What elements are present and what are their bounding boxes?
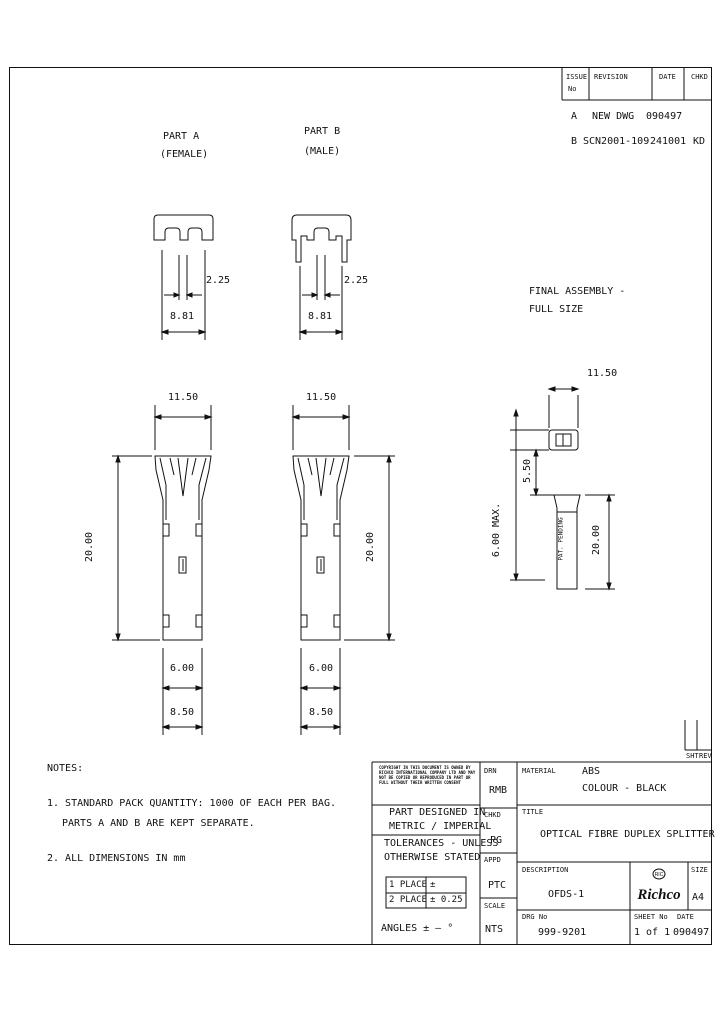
tolerance-line-2: OTHERWISE STATED (384, 852, 481, 863)
copyright-notice: COPYRIGHT IN THIS DOCUMENT IS OWNED BY R… (379, 765, 476, 785)
tolerance-line-1: TOLERANCES - UNLESS (384, 838, 499, 849)
dim-b-1150: 11.50 (306, 392, 337, 403)
assembly-sublabel: FULL SIZE (529, 304, 584, 315)
richco-logo: RIC Richco (632, 866, 686, 906)
part-b-top-view (291, 214, 352, 340)
tol-1-place: 1 PLACE (389, 880, 427, 890)
drawing-title: OPTICAL FIBRE DUPLEX SPLITTER (540, 829, 715, 840)
pat-pending-text: PAT. PENDING (557, 517, 565, 561)
colour-value: COLOUR - BLACK (582, 783, 667, 794)
rev-header-date: DATE (659, 73, 676, 81)
appd-label: APPD (484, 856, 501, 864)
note-1-line-1: 1. STANDARD PACK QUANTITY: 1000 OF EACH … (47, 798, 336, 809)
sheet-no-label: SHEET No (634, 913, 668, 921)
logo-wordmark: Richco (636, 887, 680, 903)
description-value: OFDS-1 (548, 889, 585, 900)
designed-line-2: METRIC / IMPERIAL (389, 821, 492, 832)
material-value: ABS (582, 766, 601, 777)
dim-side-1150: 11.50 (587, 368, 618, 379)
material-label: MATERIAL (522, 767, 556, 775)
dim-a-1150: 11.50 (168, 392, 199, 403)
rev-header-revision: REVISION (594, 73, 628, 81)
sheet-no-value: 1 of 1 (634, 927, 671, 938)
part-a-sublabel: (FEMALE) (160, 149, 209, 160)
dim-b-2000: 20.00 (365, 531, 377, 563)
drg-no-label: DRG No (522, 913, 548, 921)
tol-2-place-value: ± 0.25 (430, 895, 463, 905)
rev-header-no: No (568, 85, 577, 93)
rev-row-a-revision: NEW DWG (592, 111, 635, 122)
final-assembly-views (510, 386, 615, 591)
designed-line-1: PART DESIGNED IN (389, 807, 486, 818)
part-a-label: PART A (163, 131, 200, 142)
part-b-label: PART B (304, 126, 341, 137)
dim-b-600: 6.00 (309, 663, 334, 674)
angles-tolerance: ANGLES ± ‒ ° (381, 923, 454, 934)
revision-table-lines (561, 67, 711, 101)
dim-a-600: 6.00 (170, 663, 195, 674)
notes-heading: NOTES: (47, 763, 84, 774)
sht-label: SHT (686, 752, 699, 760)
dim-b-225: 2.25 (344, 275, 369, 286)
dim-a-225: 2.25 (206, 275, 231, 286)
rev-row-a-date: 090497 (646, 111, 683, 122)
part-a-front-view (112, 405, 213, 735)
dim-a-850: 8.50 (170, 707, 195, 718)
drn-value: RMB (489, 785, 508, 796)
dim-a-2000: 20.00 (84, 531, 96, 563)
assembly-label: FINAL ASSEMBLY - (529, 286, 626, 297)
tol-2-place: 2 PLACE (389, 895, 427, 905)
appd-value: PTC (488, 880, 507, 891)
date-label: DATE (677, 913, 694, 921)
drawing-border (9, 67, 712, 945)
drn-label: DRN (484, 767, 497, 775)
drg-no-value: 999-9201 (538, 927, 587, 938)
dim-b-881: 8.81 (308, 311, 333, 322)
rev-header-issue: ISSUE (566, 73, 588, 81)
date-value: 090497 (673, 927, 710, 938)
dim-side-max: 6.00 MAX. (491, 502, 503, 558)
size-value: A4 (692, 892, 705, 903)
chkd-value: PG (490, 835, 503, 846)
dim-side-550: 5.50 (522, 458, 534, 484)
scale-value: NTS (485, 924, 504, 935)
rev-row-b-date: 241001 (650, 136, 687, 147)
note-2: 2. ALL DIMENSIONS IN mm (47, 853, 186, 864)
note-1-line-2: PARTS A AND B ARE KEPT SEPARATE. (62, 818, 255, 829)
rev-row-b-revision: SCN2001-109 (583, 136, 650, 147)
chkd-label: CHKD (484, 811, 501, 819)
rev-row-a-issue: A (571, 111, 578, 122)
tol-1-place-value: ± (430, 880, 436, 890)
scale-label: SCALE (484, 902, 506, 910)
part-a-top-view (153, 214, 214, 340)
dim-b-850: 8.50 (309, 707, 334, 718)
rev-row-b-issue: B (571, 136, 578, 147)
rev-header-chkd: CHKD (691, 73, 708, 81)
part-b-front-view (291, 405, 395, 735)
rev-label: REV (699, 752, 712, 760)
title-label: TITLE (522, 808, 544, 816)
description-label: DESCRIPTION (522, 866, 569, 874)
title-block-lines (371, 720, 711, 944)
dim-a-881: 8.81 (170, 311, 195, 322)
dim-side-2000: 20.00 (591, 524, 603, 556)
rev-row-b-chkd: KD (693, 136, 706, 147)
size-label: SIZE (691, 866, 708, 874)
part-b-sublabel: (MALE) (304, 146, 341, 157)
svg-text:RIC: RIC (655, 872, 664, 878)
